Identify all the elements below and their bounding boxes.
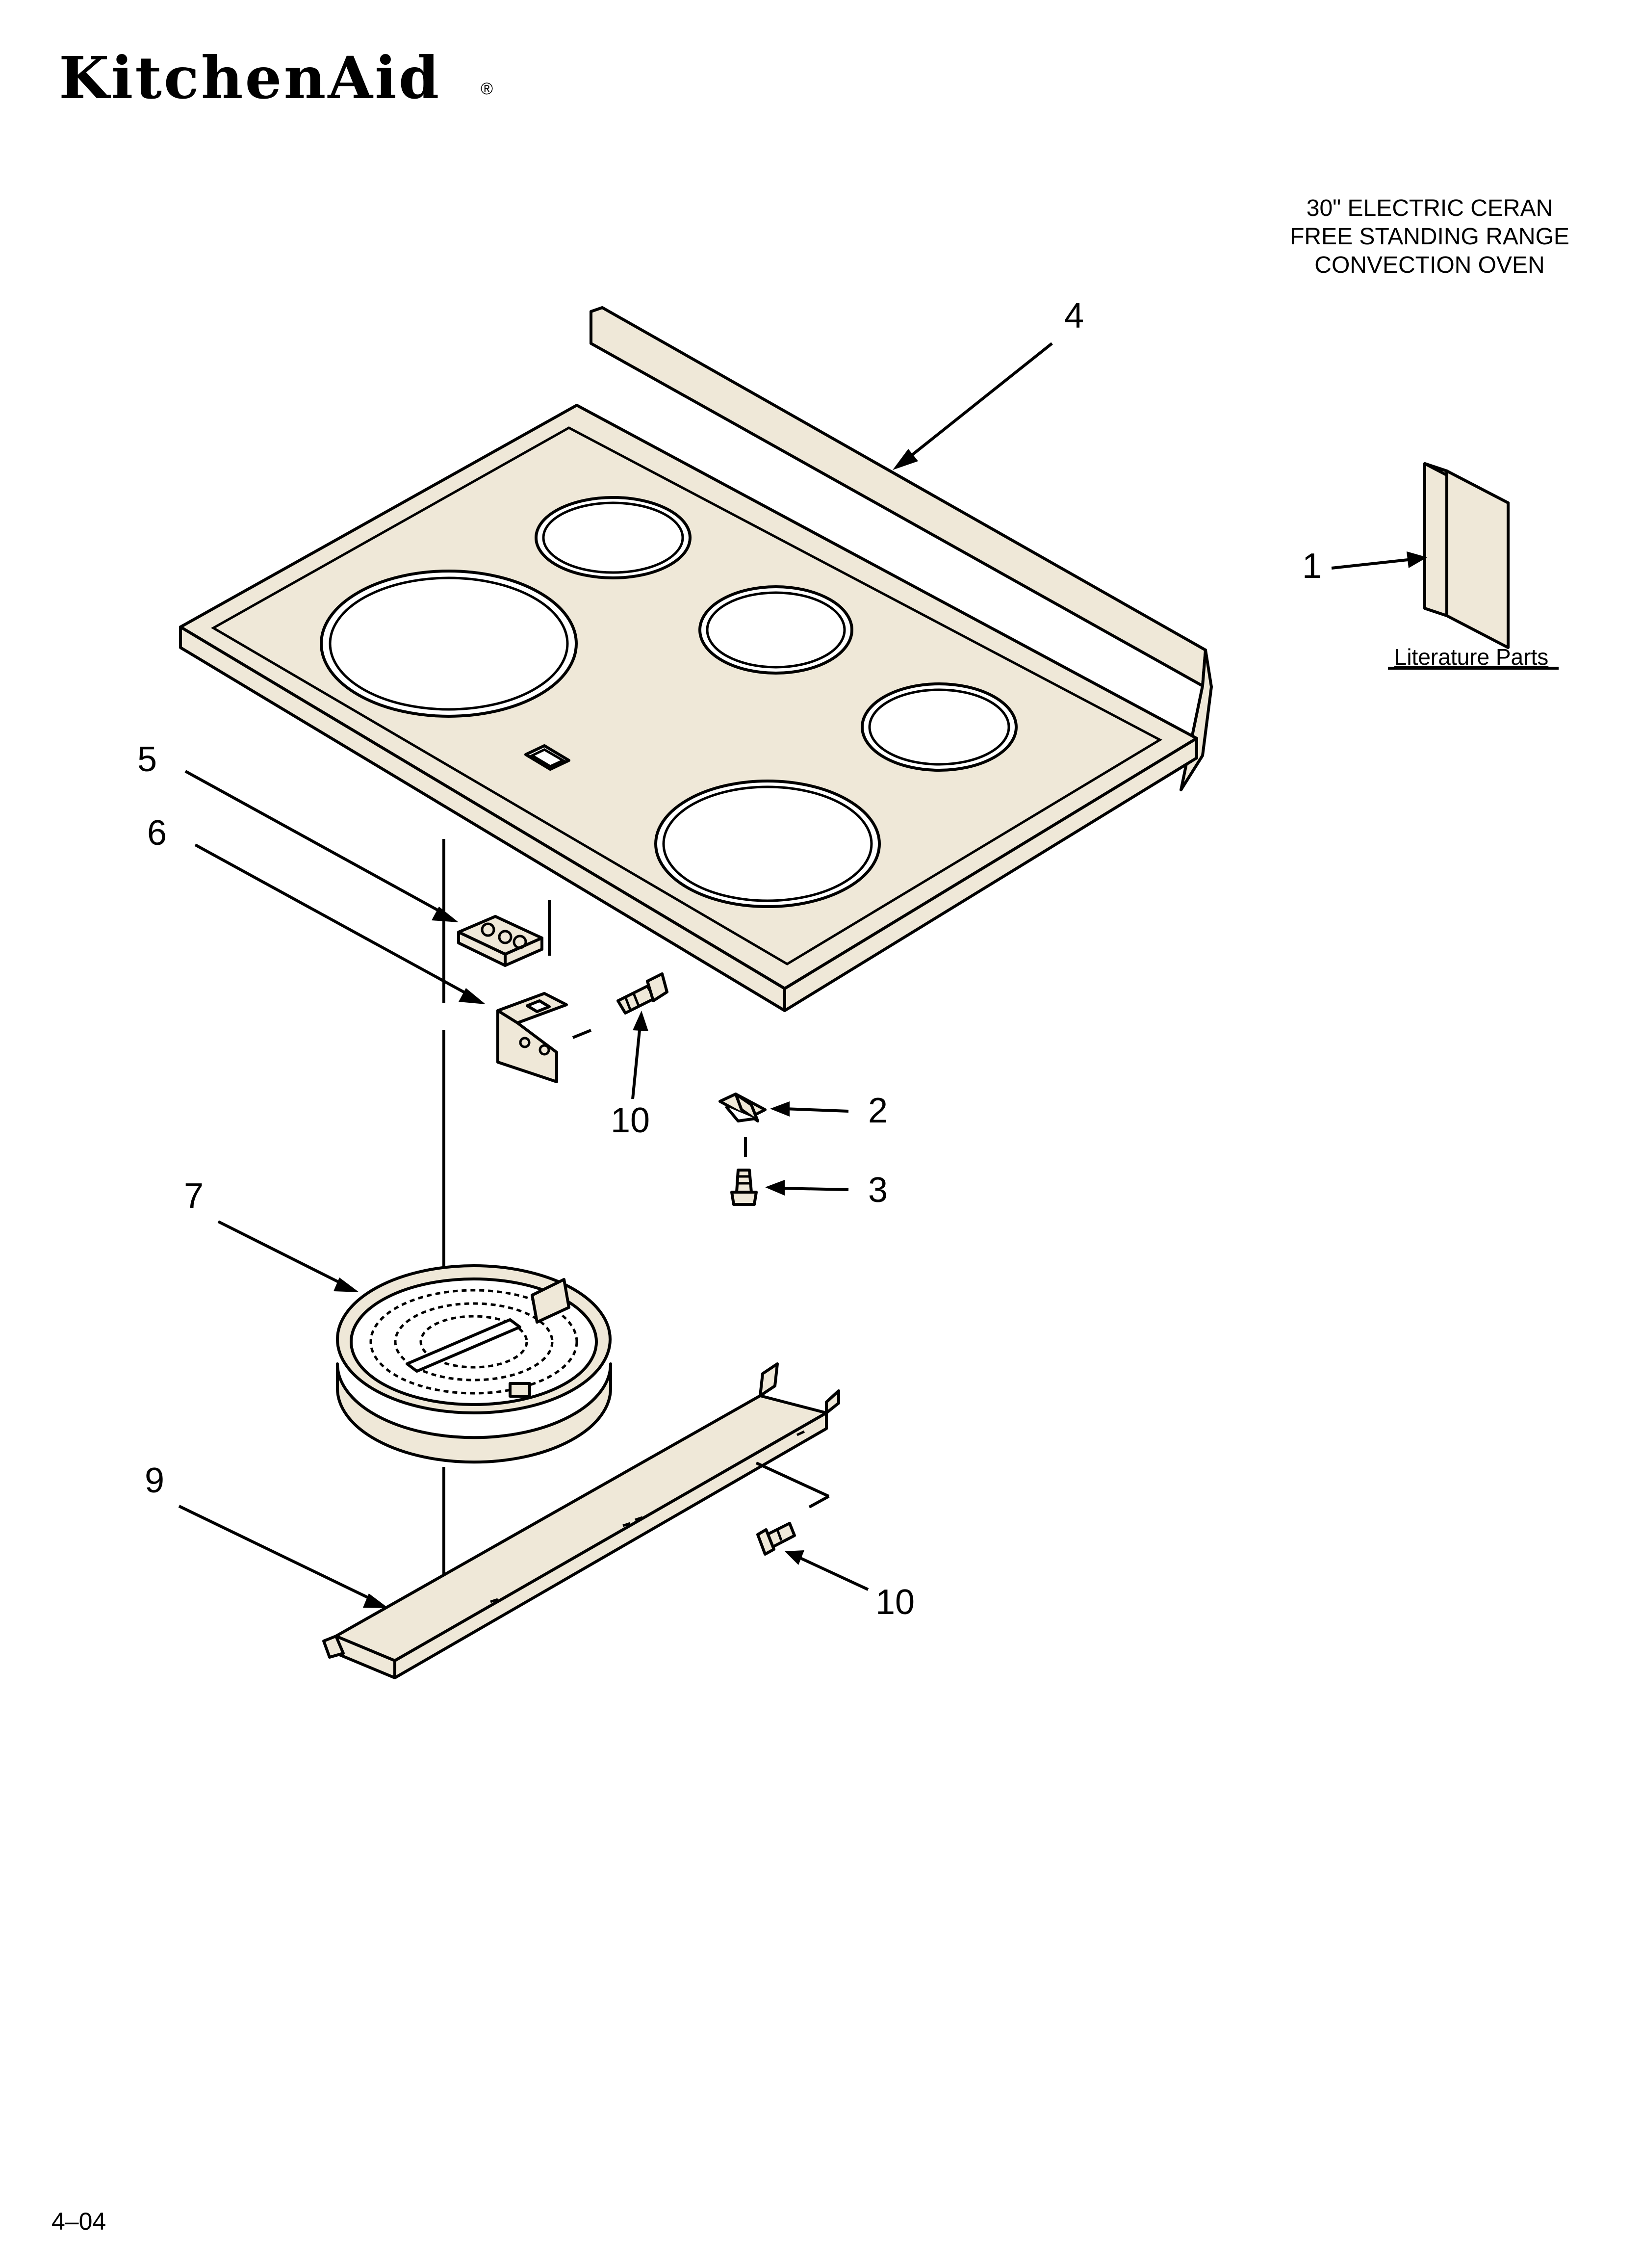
callout-10-upper: 10 bbox=[611, 1101, 650, 1140]
terminal-block-part bbox=[457, 900, 551, 967]
arrowhead-4 bbox=[893, 449, 918, 470]
leader-10-lower bbox=[798, 1556, 869, 1591]
callout-6: 6 bbox=[147, 813, 167, 853]
arrowhead-10-upper bbox=[633, 1011, 648, 1031]
arrowhead-9 bbox=[363, 1593, 388, 1608]
callout-9: 9 bbox=[145, 1461, 164, 1500]
leader-3 bbox=[779, 1187, 849, 1191]
callout-3: 3 bbox=[868, 1171, 888, 1210]
element-bracket-part bbox=[322, 1362, 840, 1679]
arrowhead-5 bbox=[432, 907, 459, 922]
radiant-element-part bbox=[336, 1264, 612, 1464]
literature-part bbox=[1423, 462, 1510, 649]
arrowhead-1 bbox=[1407, 551, 1427, 568]
title-line-3: CONVECTION OVEN bbox=[1314, 252, 1544, 278]
screw-3-part bbox=[730, 1169, 758, 1206]
bracket-part bbox=[496, 992, 568, 1083]
callout-7: 7 bbox=[184, 1176, 204, 1216]
leader-10-upper bbox=[631, 1025, 641, 1099]
leader-2 bbox=[784, 1107, 849, 1113]
title-line-2: FREE STANDING RANGE bbox=[1290, 224, 1569, 250]
assembly-line-bar-screw-1 bbox=[755, 1461, 830, 1498]
leader-1 bbox=[1331, 558, 1413, 570]
leader-4 bbox=[906, 342, 1053, 460]
arrowhead-7 bbox=[334, 1277, 359, 1292]
leader-7 bbox=[217, 1220, 344, 1286]
clip-part bbox=[718, 1093, 767, 1122]
arrowhead-2 bbox=[770, 1101, 790, 1117]
assembly-line-bar-screw-2 bbox=[808, 1495, 830, 1509]
leader-5 bbox=[184, 770, 445, 915]
assembly-line-screw bbox=[572, 1029, 592, 1039]
arrowhead-10-lower bbox=[785, 1550, 804, 1565]
leader-9 bbox=[178, 1505, 375, 1602]
leader-6 bbox=[194, 843, 472, 997]
diagram-title: 30" ELECTRIC CERAN FREE STANDING RANGE C… bbox=[1290, 195, 1569, 278]
burners bbox=[320, 496, 1018, 908]
screw-lower-part bbox=[756, 1522, 796, 1556]
callout-5: 5 bbox=[137, 740, 157, 779]
brand-logo: KitchenAid bbox=[59, 44, 441, 112]
callout-4: 4 bbox=[1064, 296, 1084, 336]
screw-upper-part bbox=[616, 972, 668, 1015]
callout-10-lower: 10 bbox=[875, 1583, 915, 1622]
arrowhead-6 bbox=[459, 988, 486, 1004]
brand-registered-mark: ® bbox=[481, 79, 493, 98]
page-code: 4–04 bbox=[51, 2208, 106, 2235]
arrowhead-3 bbox=[765, 1180, 785, 1196]
title-line-1: 30" ELECTRIC CERAN bbox=[1307, 195, 1553, 221]
literature-parts-label: Literature Parts bbox=[1394, 644, 1548, 670]
cooktop-part bbox=[179, 306, 1213, 1012]
callout-2: 2 bbox=[868, 1091, 888, 1130]
callout-1: 1 bbox=[1302, 547, 1322, 586]
